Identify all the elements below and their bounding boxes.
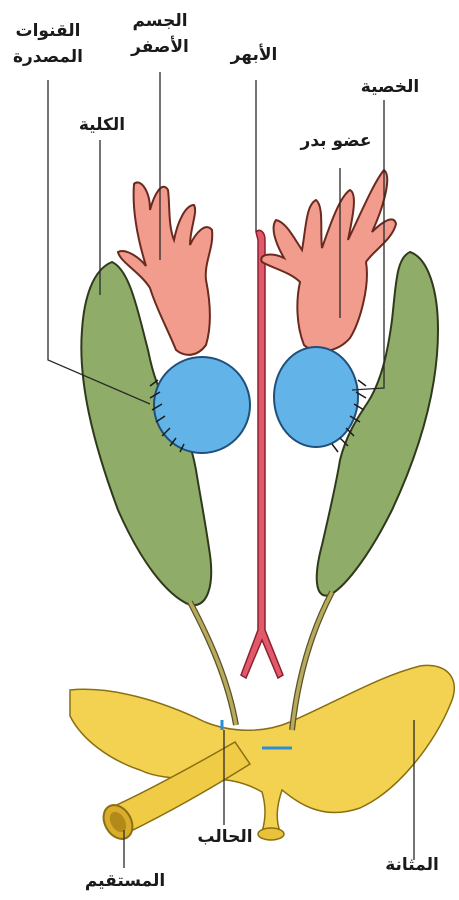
right-testis bbox=[274, 347, 358, 447]
corpus-luteum-label-line1: الجسم bbox=[118, 10, 202, 32]
right-fat-body bbox=[261, 170, 396, 351]
left-testis bbox=[154, 357, 250, 453]
testis-label: الخصية bbox=[348, 76, 432, 98]
efferent-ducts-label-line2: المصدرة bbox=[8, 46, 88, 68]
ureter-label: الحالب bbox=[180, 826, 270, 848]
aorta-label: الأبهر bbox=[212, 44, 296, 66]
efferent-ducts-label-line1: القنوات bbox=[8, 20, 88, 42]
fat-body-label: عضو بدر bbox=[286, 130, 386, 152]
kidney-label: الكلية bbox=[60, 114, 144, 136]
rectum-label: المستقيم bbox=[70, 870, 180, 892]
aorta bbox=[241, 230, 283, 678]
left-ureter bbox=[190, 602, 236, 725]
bladder-label: المثانة bbox=[370, 854, 454, 876]
corpus-luteum-label-line2: الأصفر bbox=[118, 36, 202, 58]
